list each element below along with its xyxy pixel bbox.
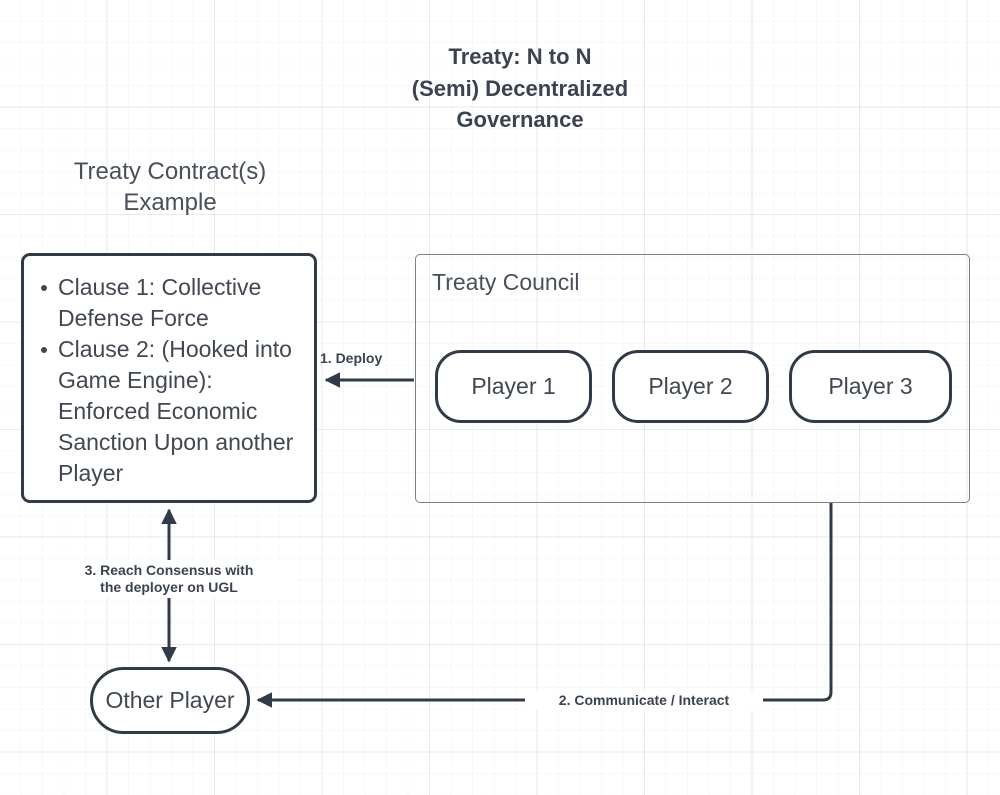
edge-label-communicate: 2. Communicate / Interact [525,691,763,710]
node-player-3[interactable]: Player 3 [789,350,952,423]
edge-label-deploy: 1. Deploy [320,350,383,366]
treaty-council-label: Treaty Council [432,269,580,295]
edge-label-consensus: 3. Reach Consensus with the deployer on … [44,560,294,598]
treaty-contract-title: Treaty Contract(s) Example [73,158,267,216]
treaty-contract-box[interactable]: Clause 1: Collective Defense Force Claus… [21,253,317,503]
node-player-2[interactable]: Player 2 [612,350,769,423]
node-player-1[interactable]: Player 1 [435,350,592,423]
clause-list: Clause 1: Collective Defense Force Claus… [24,256,314,489]
clause-item-2: Clause 2: (Hooked into Game Engine): Enf… [41,334,300,489]
node-other-player[interactable]: Other Player [90,667,250,734]
treaty-council-container[interactable]: Treaty Council [415,254,970,503]
clause-item-1: Clause 1: Collective Defense Force [41,272,300,334]
edge-communicate [256,503,833,708]
diagram-title: Treaty: N to N (Semi) Decentralized Gove… [411,44,629,132]
